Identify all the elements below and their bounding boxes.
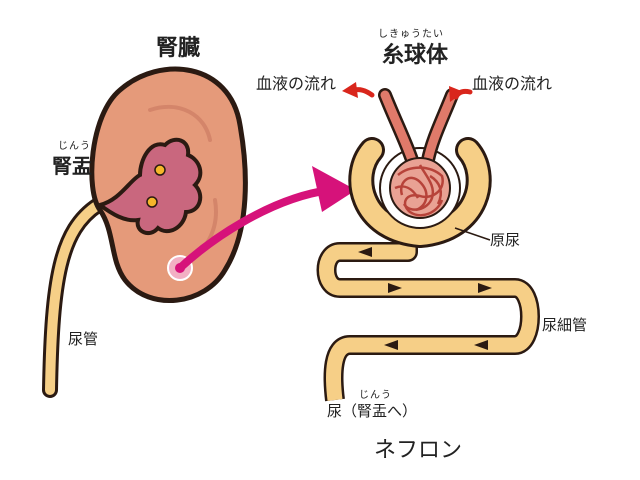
blood-flow-left-label: 血液の流れ — [256, 74, 337, 93]
urine-prefix: 尿（ — [327, 402, 358, 420]
urine-destination: 尿（じんう腎盂へ） — [327, 391, 418, 420]
primary-urine-label: 原尿 — [490, 231, 521, 249]
pelvis-dot-upper — [154, 164, 166, 176]
renal-tubule — [316, 230, 540, 402]
blood-flow-arrows — [342, 82, 473, 102]
glomerulus-tuft — [389, 157, 451, 219]
blood-flow-right-label: 血液の流れ — [472, 74, 553, 93]
pelvis-label: 腎盂 — [52, 154, 92, 178]
kidney-title: 腎臓 — [156, 36, 201, 61]
urine-suffix: へ） — [387, 402, 418, 420]
renal-pelvis-shape — [95, 137, 203, 236]
zoom-arrow — [176, 166, 356, 272]
urine-pelvis-word: じんう腎盂 — [357, 391, 391, 420]
urine-pelvis-text: 腎盂 — [357, 402, 388, 420]
tubule-label: 尿細管 — [542, 316, 588, 334]
nephron-label: ネフロン — [374, 438, 463, 463]
glomerulus-vessels — [378, 88, 459, 167]
ureter-label: 尿管 — [68, 330, 99, 348]
urine-pelvis-ruby: じんう — [359, 390, 393, 401]
tubule-flow-arrows — [358, 247, 492, 350]
pelvis-ruby: じんう — [58, 141, 91, 152]
primary-urine-leader — [454, 227, 491, 241]
ureter-tube — [42, 197, 106, 398]
pelvis-dot-lower — [146, 196, 158, 208]
glomerulus-label: 糸球体 — [382, 43, 449, 68]
glomerulus-ruby: しきゅうたい — [378, 29, 444, 40]
